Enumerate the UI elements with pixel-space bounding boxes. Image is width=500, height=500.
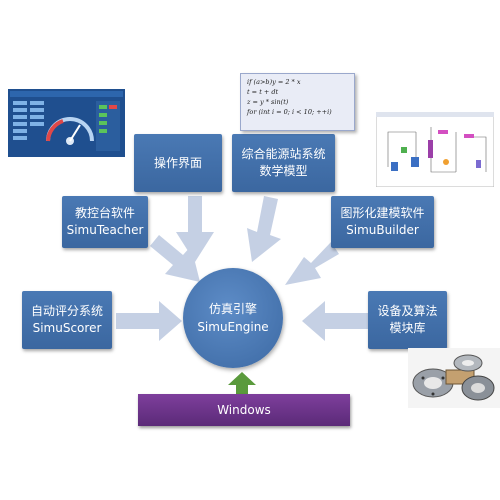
simuengine-node: 仿真引擎 SimuEngine [183,268,283,368]
arrow-equipment [302,301,369,341]
code-line: t = t + dt [247,88,279,96]
code-line: if (a>b)y = 2 * x [247,78,301,86]
scorer-box: 自动评分系统 SimuScorer [22,291,112,349]
windows-platform-bar: Windows [138,394,350,426]
windows-label: Windows [217,403,271,417]
arrow-scorer [116,301,182,341]
builder-label-2: SimuBuilder [346,223,419,237]
code-line: z = y * sin(t) [247,98,289,106]
simuengine-label-1: 仿真引擎 [208,302,257,316]
operation-ui-box: 操作界面 [134,134,222,192]
simuengine-label-2: SimuEngine [197,320,269,334]
operation-ui-label: 操作界面 [153,155,202,170]
energy-model-box: 综合能源站系统 数学模型 [232,134,335,192]
process-diagram-screenshot-icon [376,112,494,187]
arrow-energy-model [247,196,281,262]
up-arrow-windows [228,372,256,394]
teacher-label-2: SimuTeacher [66,223,144,237]
arrow-teacher [150,235,200,282]
equipment-box: 设备及算法 模块库 [368,291,447,349]
teacher-box: 教控台软件 SimuTeacher [62,196,148,248]
equipment-label-2: 模块库 [389,321,426,335]
arrow-builder [285,242,339,285]
builder-label-1: 图形化建模软件 [340,206,425,220]
bearing-parts-photo-icon [408,348,500,408]
arrow-operation-ui [176,196,214,262]
scorer-label-2: SimuScorer [32,321,102,335]
dashboard-screenshot-icon [8,89,125,157]
code-line: for (int i = 0; i < 10; ++i) [247,108,332,116]
equipment-label-1: 设备及算法 [377,304,438,318]
energy-model-label-2: 数学模型 [259,164,308,178]
teacher-label-1: 教控台软件 [74,206,135,220]
code-snippet-box: if (a>b)y = 2 * x t = t + dt z = y * sin… [240,73,355,131]
scorer-label-1: 自动评分系统 [30,304,103,318]
energy-model-label-1: 综合能源站系统 [241,147,326,161]
builder-box: 图形化建模软件 SimuBuilder [331,196,434,248]
